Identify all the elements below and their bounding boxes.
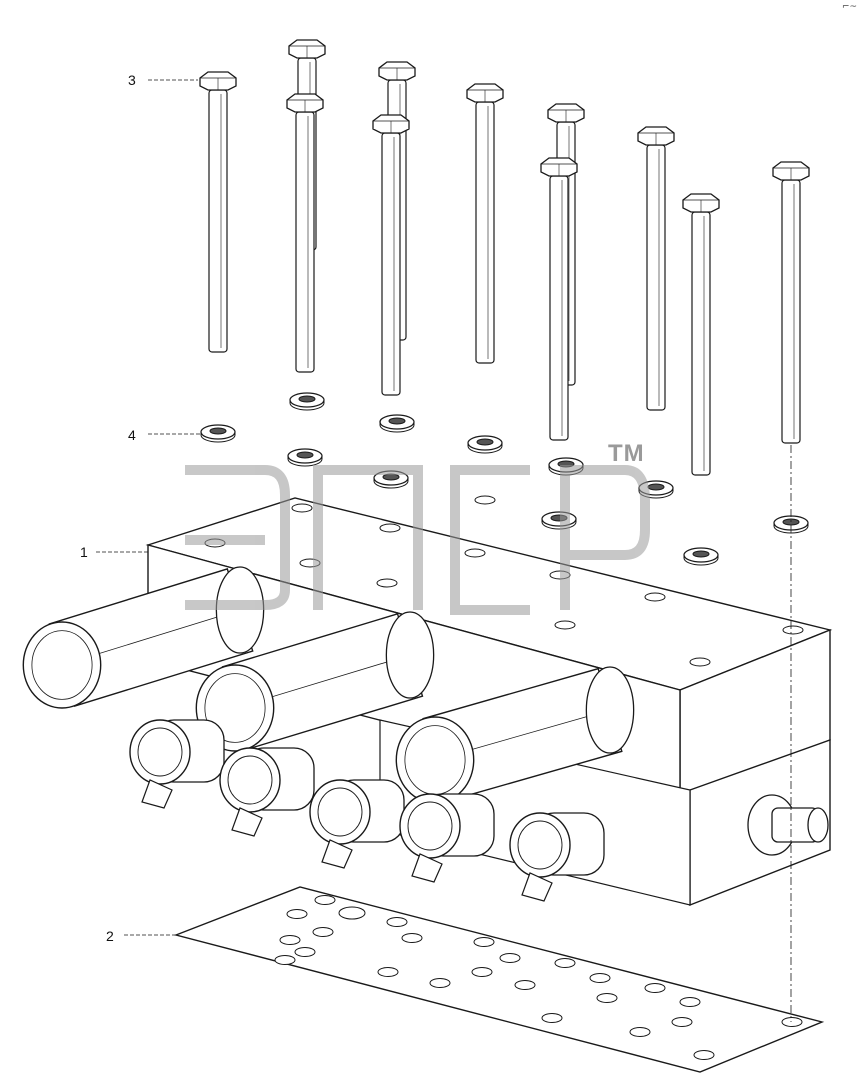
watermark-glyph	[313, 465, 423, 610]
plate-hole	[679, 997, 701, 1007]
gasket-plate	[173, 886, 825, 1073]
bolt-icon	[540, 157, 578, 441]
plate-hole	[781, 1017, 803, 1027]
plate-hole	[312, 927, 334, 937]
plate-hole	[554, 958, 576, 968]
fitting-icon	[747, 794, 829, 856]
plate-hole	[629, 1027, 651, 1037]
watermark-glyph	[185, 465, 290, 610]
callout-1: 1	[80, 544, 88, 560]
bolt-icon	[466, 83, 504, 364]
watermark-logo	[185, 465, 650, 615]
plate-hole	[499, 953, 521, 963]
washer-icon	[379, 414, 415, 433]
solenoid-icon	[399, 793, 495, 883]
watermark-glyph	[560, 465, 650, 610]
plate-hole	[644, 983, 666, 993]
plate-hole	[473, 937, 495, 947]
plate-hole	[286, 909, 308, 919]
callout-3: 3	[128, 72, 136, 88]
watermark-glyph	[450, 465, 530, 615]
leader-lines	[96, 79, 792, 1022]
washer-icon	[287, 448, 323, 467]
bolt-icon	[199, 71, 237, 353]
plate-hole	[514, 980, 536, 990]
solenoid-icon	[129, 719, 225, 809]
washer-icon	[467, 435, 503, 454]
washer-icon	[200, 424, 236, 443]
plate-hole	[596, 993, 618, 1003]
bolt-hole	[782, 625, 804, 635]
washer-icon	[289, 392, 325, 411]
callout-4: 4	[128, 427, 136, 443]
plate-hole	[541, 1013, 563, 1023]
valve-block	[22, 495, 833, 907]
bolt-hole	[689, 657, 711, 667]
bolt-hole	[464, 548, 486, 558]
washer-icon	[541, 511, 577, 530]
washer-icon	[683, 547, 719, 566]
bolt-hole	[644, 592, 666, 602]
trademark-mark: TM	[608, 440, 645, 467]
plate-hole	[314, 895, 336, 905]
plate-hole	[471, 967, 493, 977]
plate-hole	[589, 973, 611, 983]
plate-hole	[338, 906, 366, 920]
solenoid-icon	[309, 779, 405, 869]
plate-hole	[274, 955, 296, 965]
bolt-group	[199, 39, 810, 476]
corner-mark: ⌐~	[842, 2, 858, 12]
gasket-plate-icon	[173, 886, 825, 1073]
bolt-hole	[379, 523, 401, 533]
bolt-hole	[554, 620, 576, 630]
bolt-icon	[372, 114, 410, 396]
bolt-hole	[291, 503, 313, 513]
solenoid-icon	[509, 812, 605, 902]
plate-hole	[429, 978, 451, 988]
callout-2: 2	[106, 928, 114, 944]
plate-hole	[693, 1050, 715, 1060]
plate-hole	[386, 917, 408, 927]
cartridge-2	[195, 611, 435, 752]
bolt-icon	[772, 161, 810, 444]
plate-hole	[671, 1017, 693, 1027]
plate-hole	[294, 947, 316, 957]
plate-hole	[401, 933, 423, 943]
cartridge-3	[395, 666, 635, 804]
bolt-icon	[682, 193, 720, 476]
plate-hole	[377, 967, 399, 977]
solenoid-icon	[219, 747, 315, 837]
bolt-icon	[286, 93, 324, 373]
bolt-hole	[474, 495, 496, 505]
plate-hole	[279, 935, 301, 945]
bolt-hole	[376, 578, 398, 588]
bolt-icon	[637, 126, 675, 411]
